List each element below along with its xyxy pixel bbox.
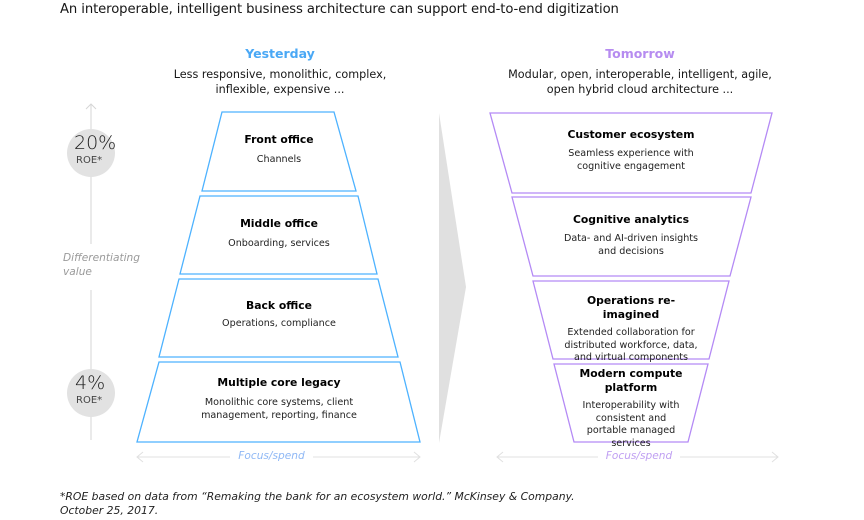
front-office-layer (201, 111, 357, 192)
customer-ecosystem-layer (489, 112, 773, 194)
layer-desc: Onboarding, services (228, 238, 330, 249)
cognitive-analytics-text: Cognitive analytics Data- and AI-driven … (556, 213, 706, 258)
roe-bottom-badge: 4% ROE* (67, 369, 115, 417)
footnote-line1: *ROE based on data from “Remaking the ba… (60, 490, 575, 503)
layer-desc: Interoperability with consistent and por… (582, 400, 680, 449)
roe-bottom-label: ROE* (76, 395, 103, 406)
yesterday-subtitle: Less responsive, monolithic, complex, in… (130, 67, 430, 97)
arrow-left-icon (136, 451, 144, 463)
layer-title: Customer ecosystem (567, 128, 695, 141)
cognitive-analytics-layer (511, 196, 752, 277)
layer-desc: Extended collaboration for distributed w… (564, 327, 698, 363)
yesterday-subtitle-line1: Less responsive, monolithic, complex, (173, 68, 387, 81)
back-office-layer (158, 278, 399, 358)
footnote: *ROE based on data from “Remaking the ba… (60, 490, 575, 518)
middle-office-text: Middle office Onboarding, services (195, 217, 363, 251)
layer-desc: Channels (256, 154, 302, 165)
arrow-right-icon (771, 451, 779, 463)
yesterday-subtitle-line2: inflexible, expensive ... (215, 83, 345, 96)
tomorrow-subtitle-line2: open hybrid cloud architecture ... (546, 83, 734, 96)
customer-ecosystem-text: Customer ecosystem Seamless experience w… (556, 128, 706, 173)
operations-reimagined-layer (532, 280, 730, 360)
front-office-text: Front office Channels (208, 133, 350, 167)
layer-title: Middle office (240, 217, 318, 230)
middle-office-layer (179, 195, 378, 275)
transition-chevron (439, 113, 466, 443)
yesterday-heading: Yesterday (245, 46, 315, 61)
yesterday-focus-label: Focus/spend (238, 450, 305, 462)
tomorrow-subtitle-line1: Modular, open, interoperable, intelligen… (508, 68, 772, 81)
core-legacy-text: Multiple core legacy Monolithic core sys… (190, 376, 368, 422)
value-axis-label: Differentiating value (63, 252, 140, 278)
operations-reimagined-text: Operations re-imagined Extended collabor… (561, 294, 701, 365)
tomorrow-subtitle: Modular, open, interoperable, intelligen… (470, 67, 810, 97)
layer-title: Cognitive analytics (572, 213, 690, 226)
footnote-line2: October 25, 2017. (60, 504, 159, 517)
modern-compute-layer (553, 363, 709, 443)
layer-desc: Seamless experience with cognitive engag… (568, 148, 694, 172)
value-axis-arrow-icon (85, 103, 97, 110)
roe-bottom-value: 4% (75, 372, 106, 394)
modern-compute-text: Modern compute platform Interoperability… (575, 367, 687, 450)
roe-top-value: 20% (74, 132, 117, 154)
arrow-left-icon (496, 451, 504, 463)
figure-title: An interoperable, intelligent business a… (60, 2, 619, 17)
layer-desc: Data- and AI-driven insights and decisio… (563, 233, 699, 257)
layer-title: Front office (244, 133, 314, 146)
layer-desc: Monolithic core systems, client manageme… (201, 397, 357, 421)
layer-title: Back office (245, 299, 313, 312)
core-legacy-layer (136, 361, 421, 443)
tomorrow-heading: Tomorrow (605, 46, 675, 61)
layer-title: Modern compute platform (579, 367, 683, 394)
layer-title: Multiple core legacy (217, 376, 341, 389)
roe-top-badge: 20% ROE* (67, 129, 117, 177)
layer-desc: Operations, compliance (222, 318, 336, 329)
arrow-right-icon (413, 451, 421, 463)
roe-top-label: ROE* (76, 155, 103, 166)
layer-title: Operations re-imagined (586, 294, 676, 321)
tomorrow-focus-label: Focus/spend (605, 450, 673, 462)
back-office-text: Back office Operations, compliance (185, 299, 373, 331)
